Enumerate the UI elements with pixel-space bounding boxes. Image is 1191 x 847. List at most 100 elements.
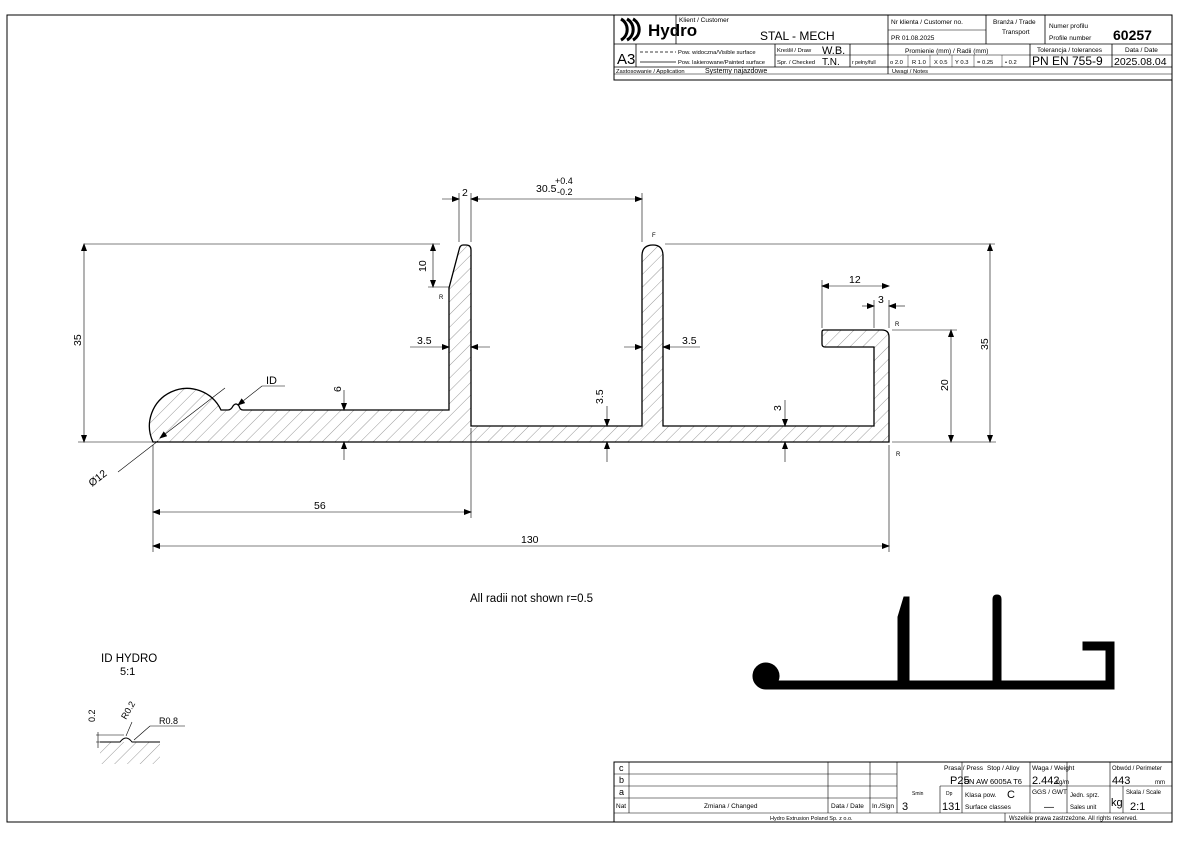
radii-cell: = 0.25 <box>977 60 993 66</box>
ggs-value: — <box>1044 802 1054 813</box>
scale-label: Skala / Scale <box>1126 790 1162 796</box>
radii-cell: R 1.0 <box>912 60 926 66</box>
title-block: Hydro Klient / Customer STAL - MECH Nr k… <box>613 14 1173 81</box>
weight-label: Waga / Weight <box>1032 765 1074 772</box>
dp-value: 131 <box>942 801 960 813</box>
radius-mark: R <box>895 322 900 328</box>
weight-unit: kg/m <box>1056 780 1069 786</box>
press-label: Prasa / Press <box>944 765 984 772</box>
customer-no-value: PR 01.08.2025 <box>891 35 935 42</box>
dimension-lines <box>78 193 996 552</box>
rev-row-a: a <box>619 787 624 797</box>
company-name: Hydro Extrusion Poland Sp. z o.o. <box>770 816 853 822</box>
sheet-size: A3 <box>617 51 635 68</box>
dim-diameter-12: Ø12 <box>86 468 109 490</box>
s-min-value: 3 <box>902 801 908 813</box>
dim-130: 130 <box>521 534 539 546</box>
revision-block: c b a Nat Zmiana / Changed Data / Date I… <box>613 761 1173 823</box>
customer-no-label: Nr klienta / Customer no. <box>891 19 963 26</box>
radii-cell: Y 0.3 <box>955 60 968 66</box>
profile-outline <box>148 244 890 443</box>
surface-classes-label: Surface classes <box>965 804 1012 811</box>
profile-no-label: Numer profilu <box>1049 23 1088 30</box>
perimeter-label: Obwód / Perimeter <box>1112 766 1162 772</box>
sales-unit-label: Jedn. sprz. <box>1070 793 1100 799</box>
alloy-value: EN AW 6005A T6 <box>964 777 1022 786</box>
tolerance-value: PN EN 755-9 <box>1032 54 1103 68</box>
dim-3-5-right: 3.5 <box>682 335 697 347</box>
dim-35-left: 35 <box>72 334 84 346</box>
dim-3-top: 3 <box>878 294 884 306</box>
dp-label: Dp <box>946 791 953 797</box>
perimeter-unit: mm <box>1155 780 1165 786</box>
dim-30-5-lower-tol: -0.2 <box>557 187 573 197</box>
profile-preview-silhouette <box>752 594 1115 690</box>
checked-value: T.N. <box>822 57 840 68</box>
id-hydro-title: ID HYDRO <box>101 653 157 665</box>
dim-35-right: 35 <box>979 338 991 350</box>
id-label: ID <box>266 375 277 387</box>
logo-text: Hydro <box>648 21 697 40</box>
trade-label: Branża / Trade <box>993 19 1036 26</box>
radii-cell: X 0.5 <box>934 60 948 66</box>
dim-12: 12 <box>849 274 861 286</box>
full-radius-mark: F <box>652 233 656 239</box>
dim-3-5-left: 3.5 <box>417 335 432 347</box>
rev-col-sign: In./Sign <box>872 803 894 810</box>
press-value: P25 <box>950 775 970 787</box>
visible-surface-label: Pow. widoczna/Visible surface <box>678 50 756 56</box>
radius-mark: R <box>439 295 444 301</box>
rights-notice: Wszelkie prawa zastrzeżone. All rights r… <box>1009 816 1138 822</box>
date-label: Data / Date <box>1125 47 1158 54</box>
radii-note: All radii not shown r=0.5 <box>470 593 593 605</box>
id-r-0-2: R0.2 <box>119 700 137 721</box>
dim-20: 20 <box>939 379 951 391</box>
dim-56: 56 <box>314 500 326 512</box>
surface-class-label: Klasa pow. <box>965 792 997 799</box>
date-value: 2025.08.04 <box>1114 56 1167 68</box>
dim-3-5-bottom: 3.5 <box>594 389 606 404</box>
dim-30-5-upper-tol: +0.4 <box>555 176 573 186</box>
hydro-logo: Hydro <box>620 17 697 42</box>
application-label: Zastosowanie / Application <box>616 69 685 75</box>
surface-class-value: C <box>1007 789 1015 801</box>
dim-2: 2 <box>462 187 468 199</box>
sales-unit-label-en: Sales unit <box>1070 805 1097 811</box>
trade-value: Transport <box>1002 29 1030 36</box>
rev-col-changed: Zmiana / Changed <box>704 803 758 810</box>
weight-value: 2.442 <box>1032 775 1060 787</box>
id-hydro-detail: ID HYDRO 5:1 0.2 R0.2 R0.8 <box>87 653 185 764</box>
id-hydro-scale: 5:1 <box>120 666 135 678</box>
dim-30-5: 30.5 <box>536 183 557 195</box>
radii-label: Promienie (mm) / Radii (mm) <box>905 48 988 55</box>
profile-cross-section <box>148 244 890 443</box>
id-dim-0-2: 0.2 <box>87 709 97 722</box>
id-r-0-8: R0.8 <box>159 716 178 726</box>
dim-10: 10 <box>417 260 429 272</box>
customer-value: STAL - MECH <box>760 29 835 43</box>
sales-unit-value: kg <box>1111 797 1123 809</box>
profile-no-label-en: Profile number <box>1049 35 1092 42</box>
rev-row-b: b <box>619 775 624 785</box>
sheet-frame <box>6 14 1173 823</box>
radii-cell: • 0.2 <box>1005 60 1017 66</box>
dim-3-bottom: 3 <box>772 405 784 411</box>
application-value: Systemy najazdowe <box>705 68 767 75</box>
alloy-label: Stop / Alloy <box>987 765 1020 772</box>
s-min-label: Smin <box>912 791 924 797</box>
radius-mark: R <box>896 452 901 458</box>
scale-value: 2:1 <box>1130 801 1145 813</box>
radii-cell: o 2.0 <box>890 60 903 66</box>
drawn-label: Kreślił / Draw <box>777 48 812 54</box>
tolerance-label: Tolerancja / tolerances <box>1037 47 1103 54</box>
dim-6: 6 <box>332 386 344 392</box>
profile-number: 60257 <box>1113 27 1152 43</box>
painted-surface-label: Pow. lakierowane/Painted surface <box>678 60 765 66</box>
rev-col-date: Data / Date <box>831 803 864 810</box>
customer-label: Klient / Customer <box>679 17 730 24</box>
notes-label: Uwagi / Notes <box>892 69 928 75</box>
checked-label: Spr. / Checked <box>777 60 815 66</box>
radii-full-label: r pełny/full <box>852 60 876 66</box>
